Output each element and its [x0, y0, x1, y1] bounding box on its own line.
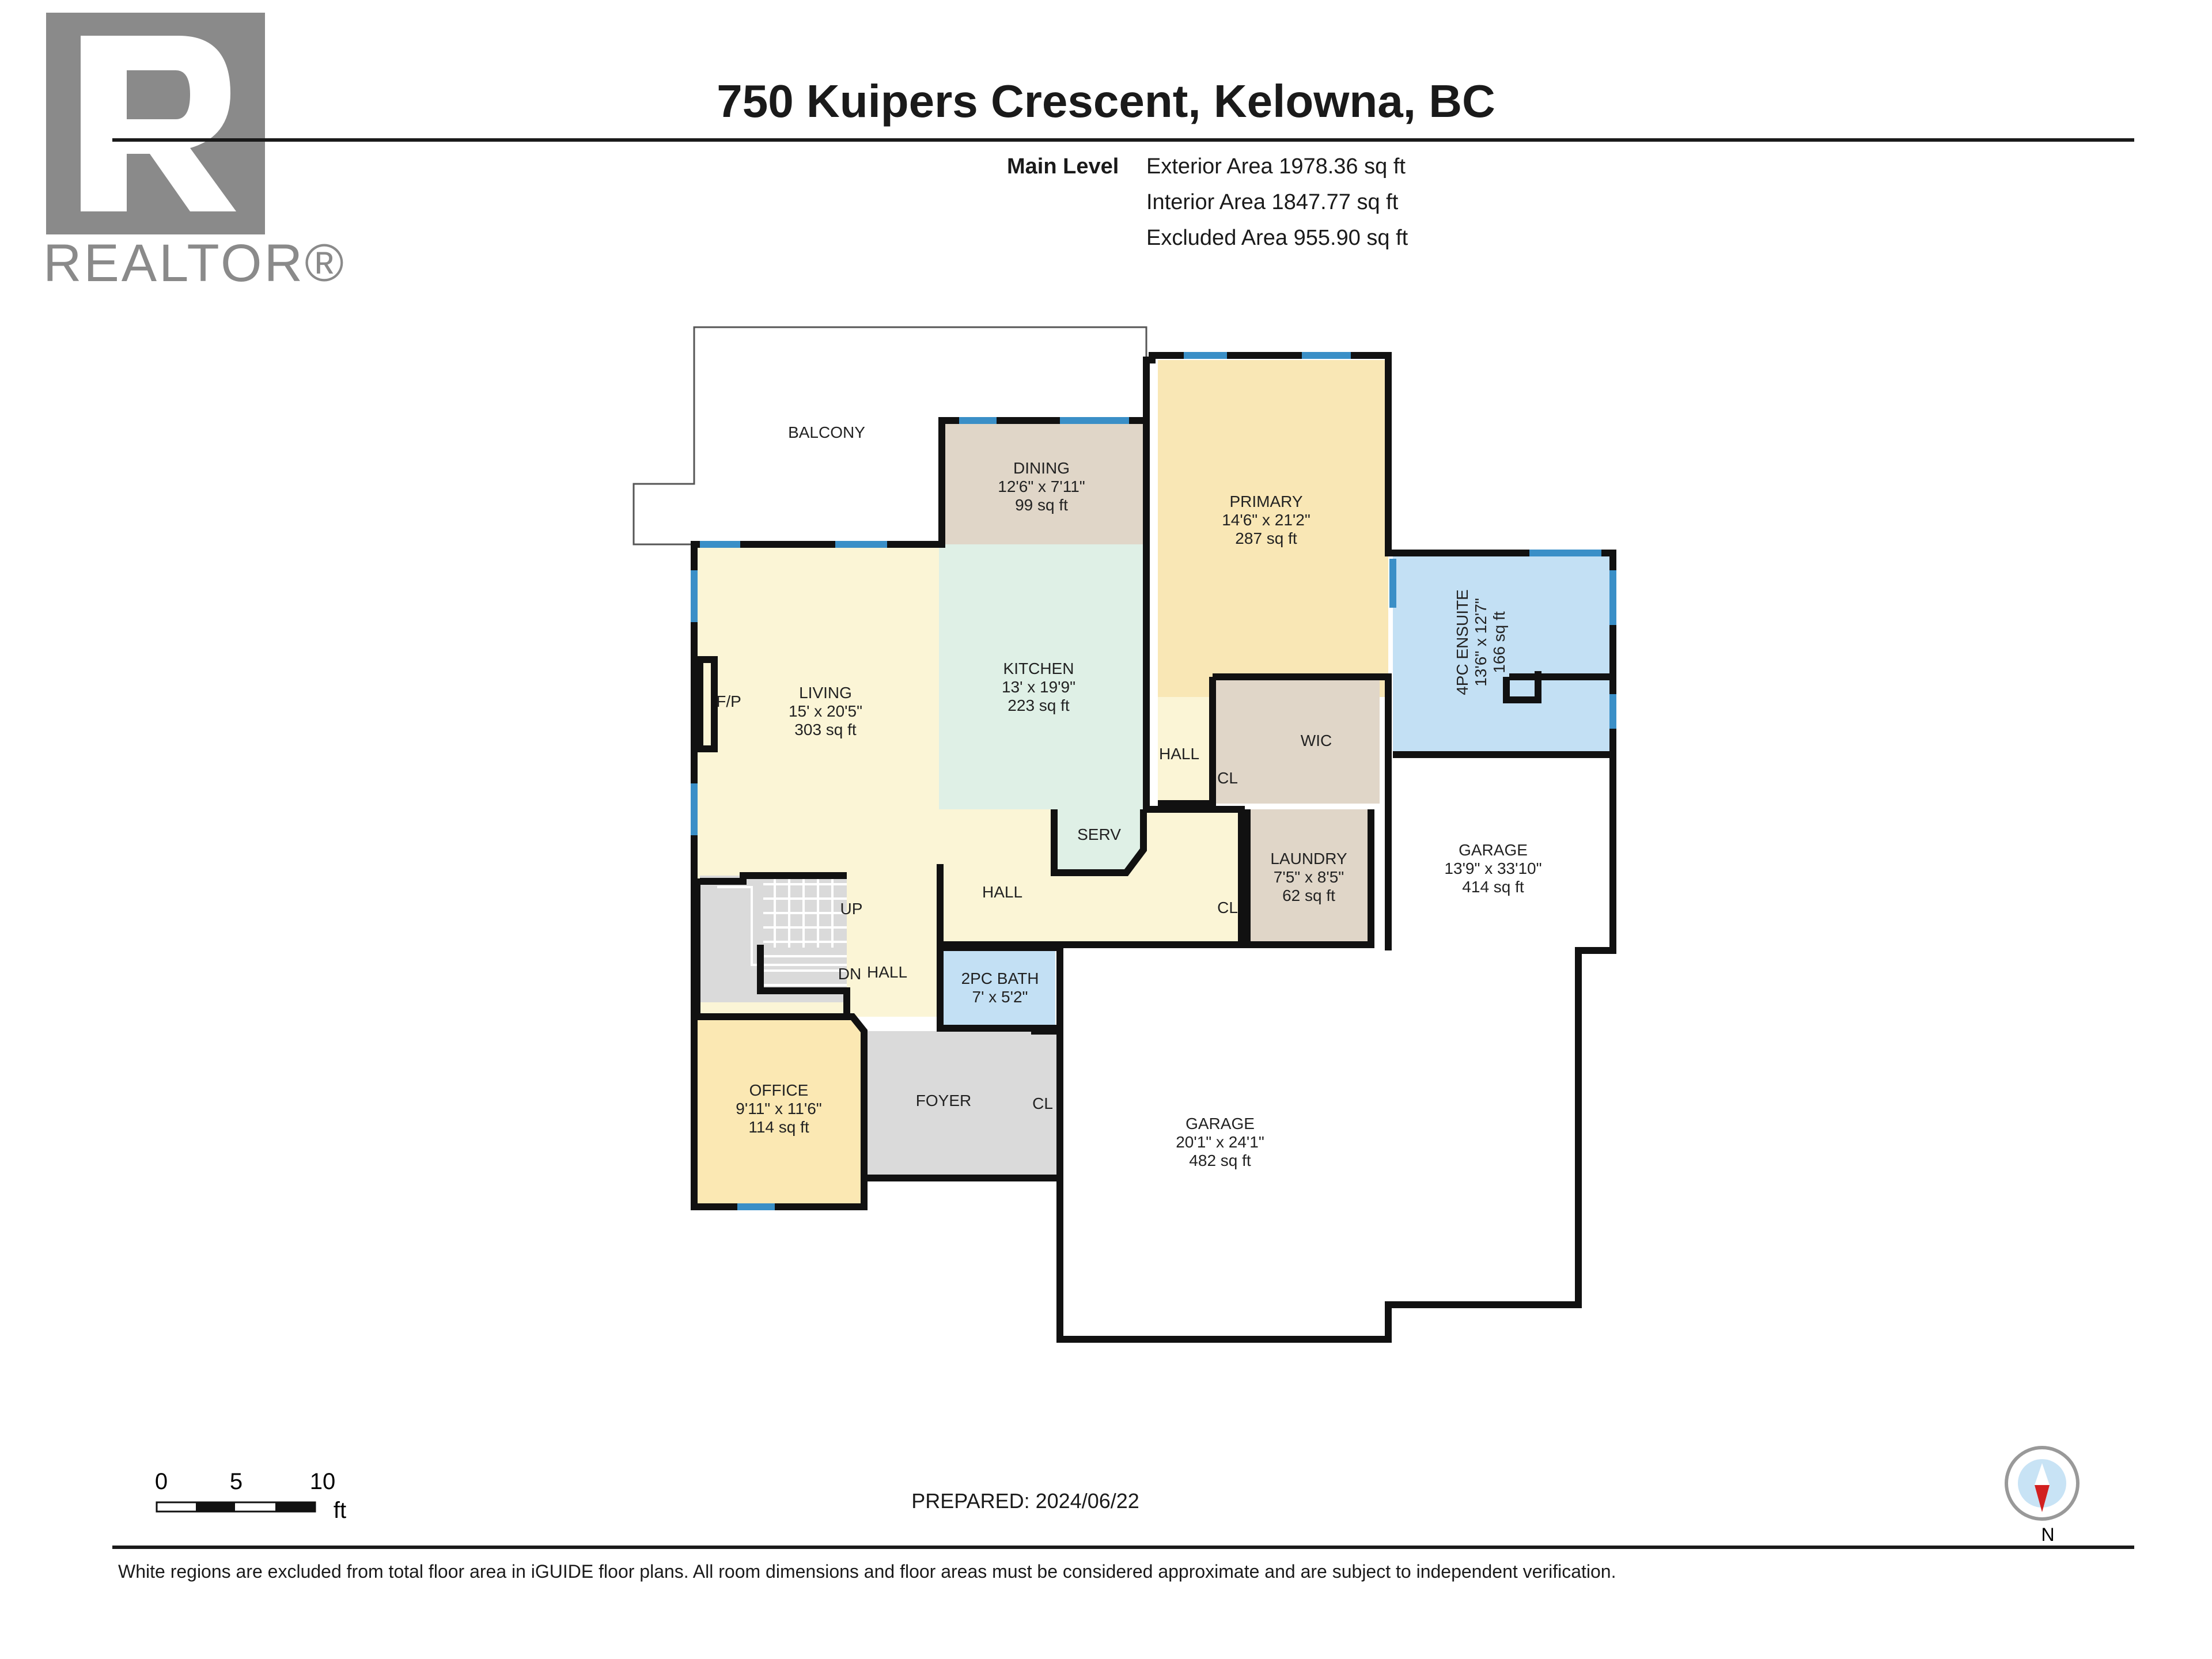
foyer-label: FOYER	[916, 1092, 971, 1109]
wic-fill	[1213, 677, 1380, 804]
kitchen-area: 223 sq ft	[1007, 696, 1070, 714]
kitchen-fill	[939, 544, 1143, 861]
primary-name: PRIMARY	[1229, 493, 1302, 510]
office-area: 114 sq ft	[748, 1118, 809, 1136]
garage-right-dims: 13'9" x 33'10"	[1444, 859, 1541, 877]
page-title: 750 Kuipers Crescent, Kelowna, BC	[717, 75, 1495, 127]
office-dims: 9'11" x 11'6"	[736, 1100, 821, 1118]
realtor-logo	[46, 13, 265, 234]
laundry-dims: 7'5" x 8'5"	[1274, 868, 1344, 886]
fireplace-label: F/P	[716, 692, 741, 710]
ensuite-fill	[1393, 552, 1611, 753]
primary-fill	[1158, 360, 1388, 697]
office-fill	[697, 1017, 864, 1204]
realtor-logo-text: REALTOR®	[43, 234, 346, 293]
realtor-r-icon	[46, 13, 265, 234]
garage-main-name: GARAGE	[1185, 1115, 1255, 1132]
laundry-area: 62 sq ft	[1282, 887, 1335, 904]
ensuite-label: 4PC ENSUITE 13'6" x 12'7" 166 sq ft	[1453, 589, 1508, 695]
bath-fill	[940, 948, 1055, 1028]
living-name: LIVING	[799, 684, 852, 702]
footer-divider	[112, 1546, 2134, 1549]
bath-dims: 7' x 5'2"	[972, 988, 1028, 1006]
compass-north-label: N	[2041, 1524, 2054, 1545]
living-area: 303 sq ft	[794, 721, 857, 738]
level-label: Main Level	[1007, 154, 1119, 179]
compass-icon: N	[2005, 1446, 2080, 1545]
hall-label-3: HALL	[867, 963, 907, 981]
closet-label-2: CL	[1217, 899, 1238, 916]
excluded-area: Excluded Area 955.90 sq ft	[1146, 226, 1408, 250]
windows	[691, 352, 1616, 1210]
balcony-label: BALCONY	[788, 423, 865, 441]
footer-disclaimer: White regions are excluded from total fl…	[118, 1561, 1616, 1582]
living-dims: 15' x 20'5"	[789, 702, 862, 720]
interior-area: Interior Area 1847.77 sq ft	[1146, 190, 1399, 214]
exterior-area: Exterior Area 1978.36 sq ft	[1146, 154, 1406, 179]
stairs	[763, 878, 847, 986]
bath-name: 2PC BATH	[961, 969, 1039, 987]
stairs-fill	[700, 876, 847, 1002]
closet-label-1: CL	[1217, 769, 1238, 787]
wic-label: WIC	[1301, 732, 1332, 749]
prepared-date: PREPARED: 2024/06/22	[911, 1489, 1139, 1513]
ensuite-name: 4PC ENSUITE	[1453, 589, 1471, 695]
title-divider	[112, 138, 2134, 142]
office-name: OFFICE	[749, 1081, 809, 1099]
scale-bar: 0 5 10 ft	[155, 1469, 346, 1523]
hall-label-small: HALL	[1159, 745, 1199, 763]
dining-dims: 12'6" x 7'11"	[998, 478, 1085, 495]
serv-label: SERV	[1077, 825, 1121, 843]
dining-area: 99 sq ft	[1015, 496, 1068, 514]
scale-tick-10: 10	[310, 1469, 336, 1494]
ensuite-area: 166 sq ft	[1490, 611, 1508, 673]
dining-fill	[939, 423, 1143, 544]
stairs-up-label: UP	[840, 900, 863, 918]
dining-name: DINING	[1013, 459, 1070, 477]
foyer-fill	[864, 1031, 1057, 1175]
kitchen-dims: 13' x 19'9"	[1002, 678, 1075, 696]
primary-dims: 14'6" x 21'2"	[1222, 511, 1310, 529]
scale-unit: ft	[334, 1498, 346, 1523]
scale-tick-5: 5	[230, 1469, 243, 1494]
ensuite-dims: 13'6" x 12'7"	[1472, 598, 1490, 687]
hall-small-fill	[1158, 697, 1213, 806]
closet-label-3: CL	[1032, 1094, 1053, 1112]
laundry-fill	[1247, 809, 1371, 945]
primary-area: 287 sq ft	[1235, 529, 1297, 547]
serv-fill	[1054, 809, 1143, 873]
stairs-down-label: DN	[838, 965, 861, 983]
garage-main-area: 482 sq ft	[1189, 1152, 1251, 1169]
garage-main-dims: 20'1" x 24'1"	[1176, 1133, 1264, 1151]
garage-right-name: GARAGE	[1459, 841, 1528, 859]
laundry-name: LAUNDRY	[1270, 850, 1347, 868]
garage-right-area: 414 sq ft	[1462, 878, 1524, 896]
scale-tick-0: 0	[155, 1469, 168, 1494]
balcony-outline	[632, 326, 1147, 546]
hall-label-2: HALL	[982, 883, 1022, 901]
living-room-fill	[694, 544, 939, 870]
kitchen-name: KITCHEN	[1003, 660, 1074, 677]
